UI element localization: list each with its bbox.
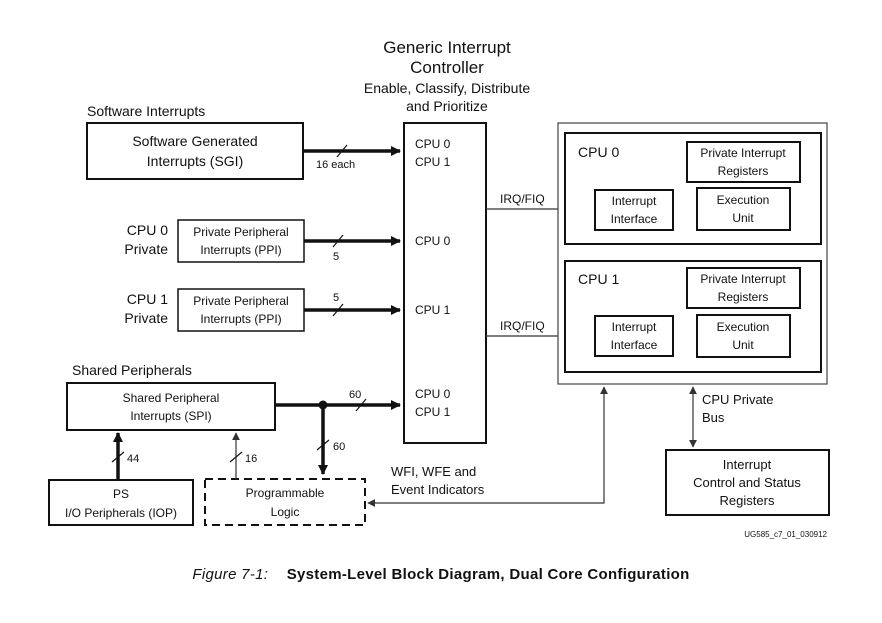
cpu1-eu-line1: Execution <box>717 320 770 334</box>
cpu0-name: CPU 0 <box>578 144 619 160</box>
cpu0-if-line1: Interrupt <box>612 194 657 208</box>
cpu1-private-line1: CPU 1 <box>127 291 168 307</box>
ps-iop-box <box>48 479 194 526</box>
cpu1-name: CPU 1 <box>578 271 619 287</box>
cpu0-interrupt-interface <box>594 189 674 231</box>
ps-bus-slash <box>111 451 125 463</box>
cpu0-private-line1: CPU 0 <box>127 222 168 238</box>
cpu0-pir-line1: Private Interrupt <box>700 146 786 160</box>
sgi-bus-width: 16 each <box>316 159 355 171</box>
cpu1-if-line2: Interface <box>611 338 658 352</box>
gic-spi-cpu1: CPU 1 <box>415 405 451 419</box>
sgi-label-line2: Interrupts (SGI) <box>147 153 243 169</box>
pl-down-bus-width: 60 <box>333 441 345 453</box>
irq-fiq-cpu1-label: IRQ/FIQ <box>500 319 545 333</box>
ps-iop-line2: I/O Peripherals (IOP) <box>65 506 177 520</box>
pl-down-bus-slash <box>316 439 330 451</box>
document-code: UG585_c7_01_030912 <box>744 530 827 539</box>
ppi1-bus-slash <box>332 303 344 317</box>
spi-label-line2: Interrupts (SPI) <box>130 409 211 423</box>
ppi1-box <box>177 288 305 332</box>
sgi-bus-slash <box>336 144 348 158</box>
cpu0-pir-line2: Registers <box>718 164 769 178</box>
cpu0-private-line2: Private <box>124 241 168 257</box>
gic-sgi-cpu1: CPU 1 <box>415 155 451 169</box>
ps-bus-width: 44 <box>127 453 139 465</box>
pl-label-line1: Programmable <box>246 486 325 500</box>
gic-sgi-cpu0: CPU 0 <box>415 137 451 151</box>
wfi-event-path <box>367 386 608 507</box>
icsr-line3: Registers <box>720 493 775 508</box>
icsr-line2: Control and Status <box>693 475 801 490</box>
ppi0-label-line2: Interrupts (PPI) <box>200 243 281 257</box>
cpu0-eu-line1: Execution <box>717 193 770 207</box>
spi-bus-width: 60 <box>349 389 361 401</box>
cpu1-private-interrupt-registers <box>686 267 801 309</box>
gic-subtitle-line2: and Prioritize <box>406 98 488 114</box>
figure-number: Figure 7-1: <box>192 566 269 583</box>
cpu1-execution-unit <box>696 314 791 358</box>
cpu1-pir-line1: Private Interrupt <box>700 272 786 286</box>
ppi0-label-line1: Private Peripheral <box>193 225 288 239</box>
ppi0-bus-width: 5 <box>333 251 339 263</box>
gic-ppi1-cpu1: CPU 1 <box>415 303 451 317</box>
ppi0-box <box>177 219 305 263</box>
cpu1-eu-line2: Unit <box>732 338 754 352</box>
cpu0-if-line2: Interface <box>611 212 658 226</box>
wfi-label-line2: Event Indicators <box>391 482 485 497</box>
gic-spi-cpu0: CPU 0 <box>415 387 451 401</box>
gic-title-line2: Controller <box>410 58 484 77</box>
interrupt-control-status-box <box>665 449 830 516</box>
pl-label-line2: Logic <box>271 505 300 519</box>
sgi-label-line1: Software Generated <box>132 133 257 149</box>
software-interrupts-label: Software Interrupts <box>87 103 205 119</box>
cpu1-private-line2: Private <box>124 310 168 326</box>
ppi1-label-line1: Private Peripheral <box>193 294 288 308</box>
ppi0-bus-slash <box>332 234 344 248</box>
cpu1-pir-line2: Registers <box>718 290 769 304</box>
bus-label-line1: CPU Private <box>702 392 774 407</box>
gic-title-line1: Generic Interrupt <box>383 38 511 57</box>
ppi1-bus-width: 5 <box>333 292 339 304</box>
figure-caption: Figure 7-1: System-Level Block Diagram, … <box>0 566 882 583</box>
icsr-line1: Interrupt <box>723 457 772 472</box>
sgi-box <box>86 122 304 180</box>
gic-subtitle-line1: Enable, Classify, Distribute <box>364 80 530 96</box>
cpu0-execution-unit <box>696 187 791 231</box>
spi-box <box>66 382 276 431</box>
irq-fiq-cpu0-label: IRQ/FIQ <box>500 192 545 206</box>
figure-title: System-Level Block Diagram, Dual Core Co… <box>286 566 690 583</box>
wfi-label-line1: WFI, WFE and <box>391 464 476 479</box>
ps-iop-line1: PS <box>113 487 129 501</box>
spi-bus-slash <box>355 398 367 412</box>
pl-bus-slash <box>229 451 243 463</box>
pl-bus-width: 16 <box>245 453 257 465</box>
shared-peripherals-label: Shared Peripherals <box>72 362 192 378</box>
ppi1-label-line2: Interrupts (PPI) <box>200 312 281 326</box>
programmable-logic-box <box>204 478 366 526</box>
cpu0-private-interrupt-registers <box>686 141 801 183</box>
cpu0-eu-line2: Unit <box>732 211 754 225</box>
gic-ppi0-cpu0: CPU 0 <box>415 234 451 248</box>
spi-label-line1: Shared Peripheral <box>123 391 220 405</box>
cpu1-if-line1: Interrupt <box>612 320 657 334</box>
cpu1-interrupt-interface <box>594 315 674 357</box>
bus-label-line2: Bus <box>702 410 725 425</box>
